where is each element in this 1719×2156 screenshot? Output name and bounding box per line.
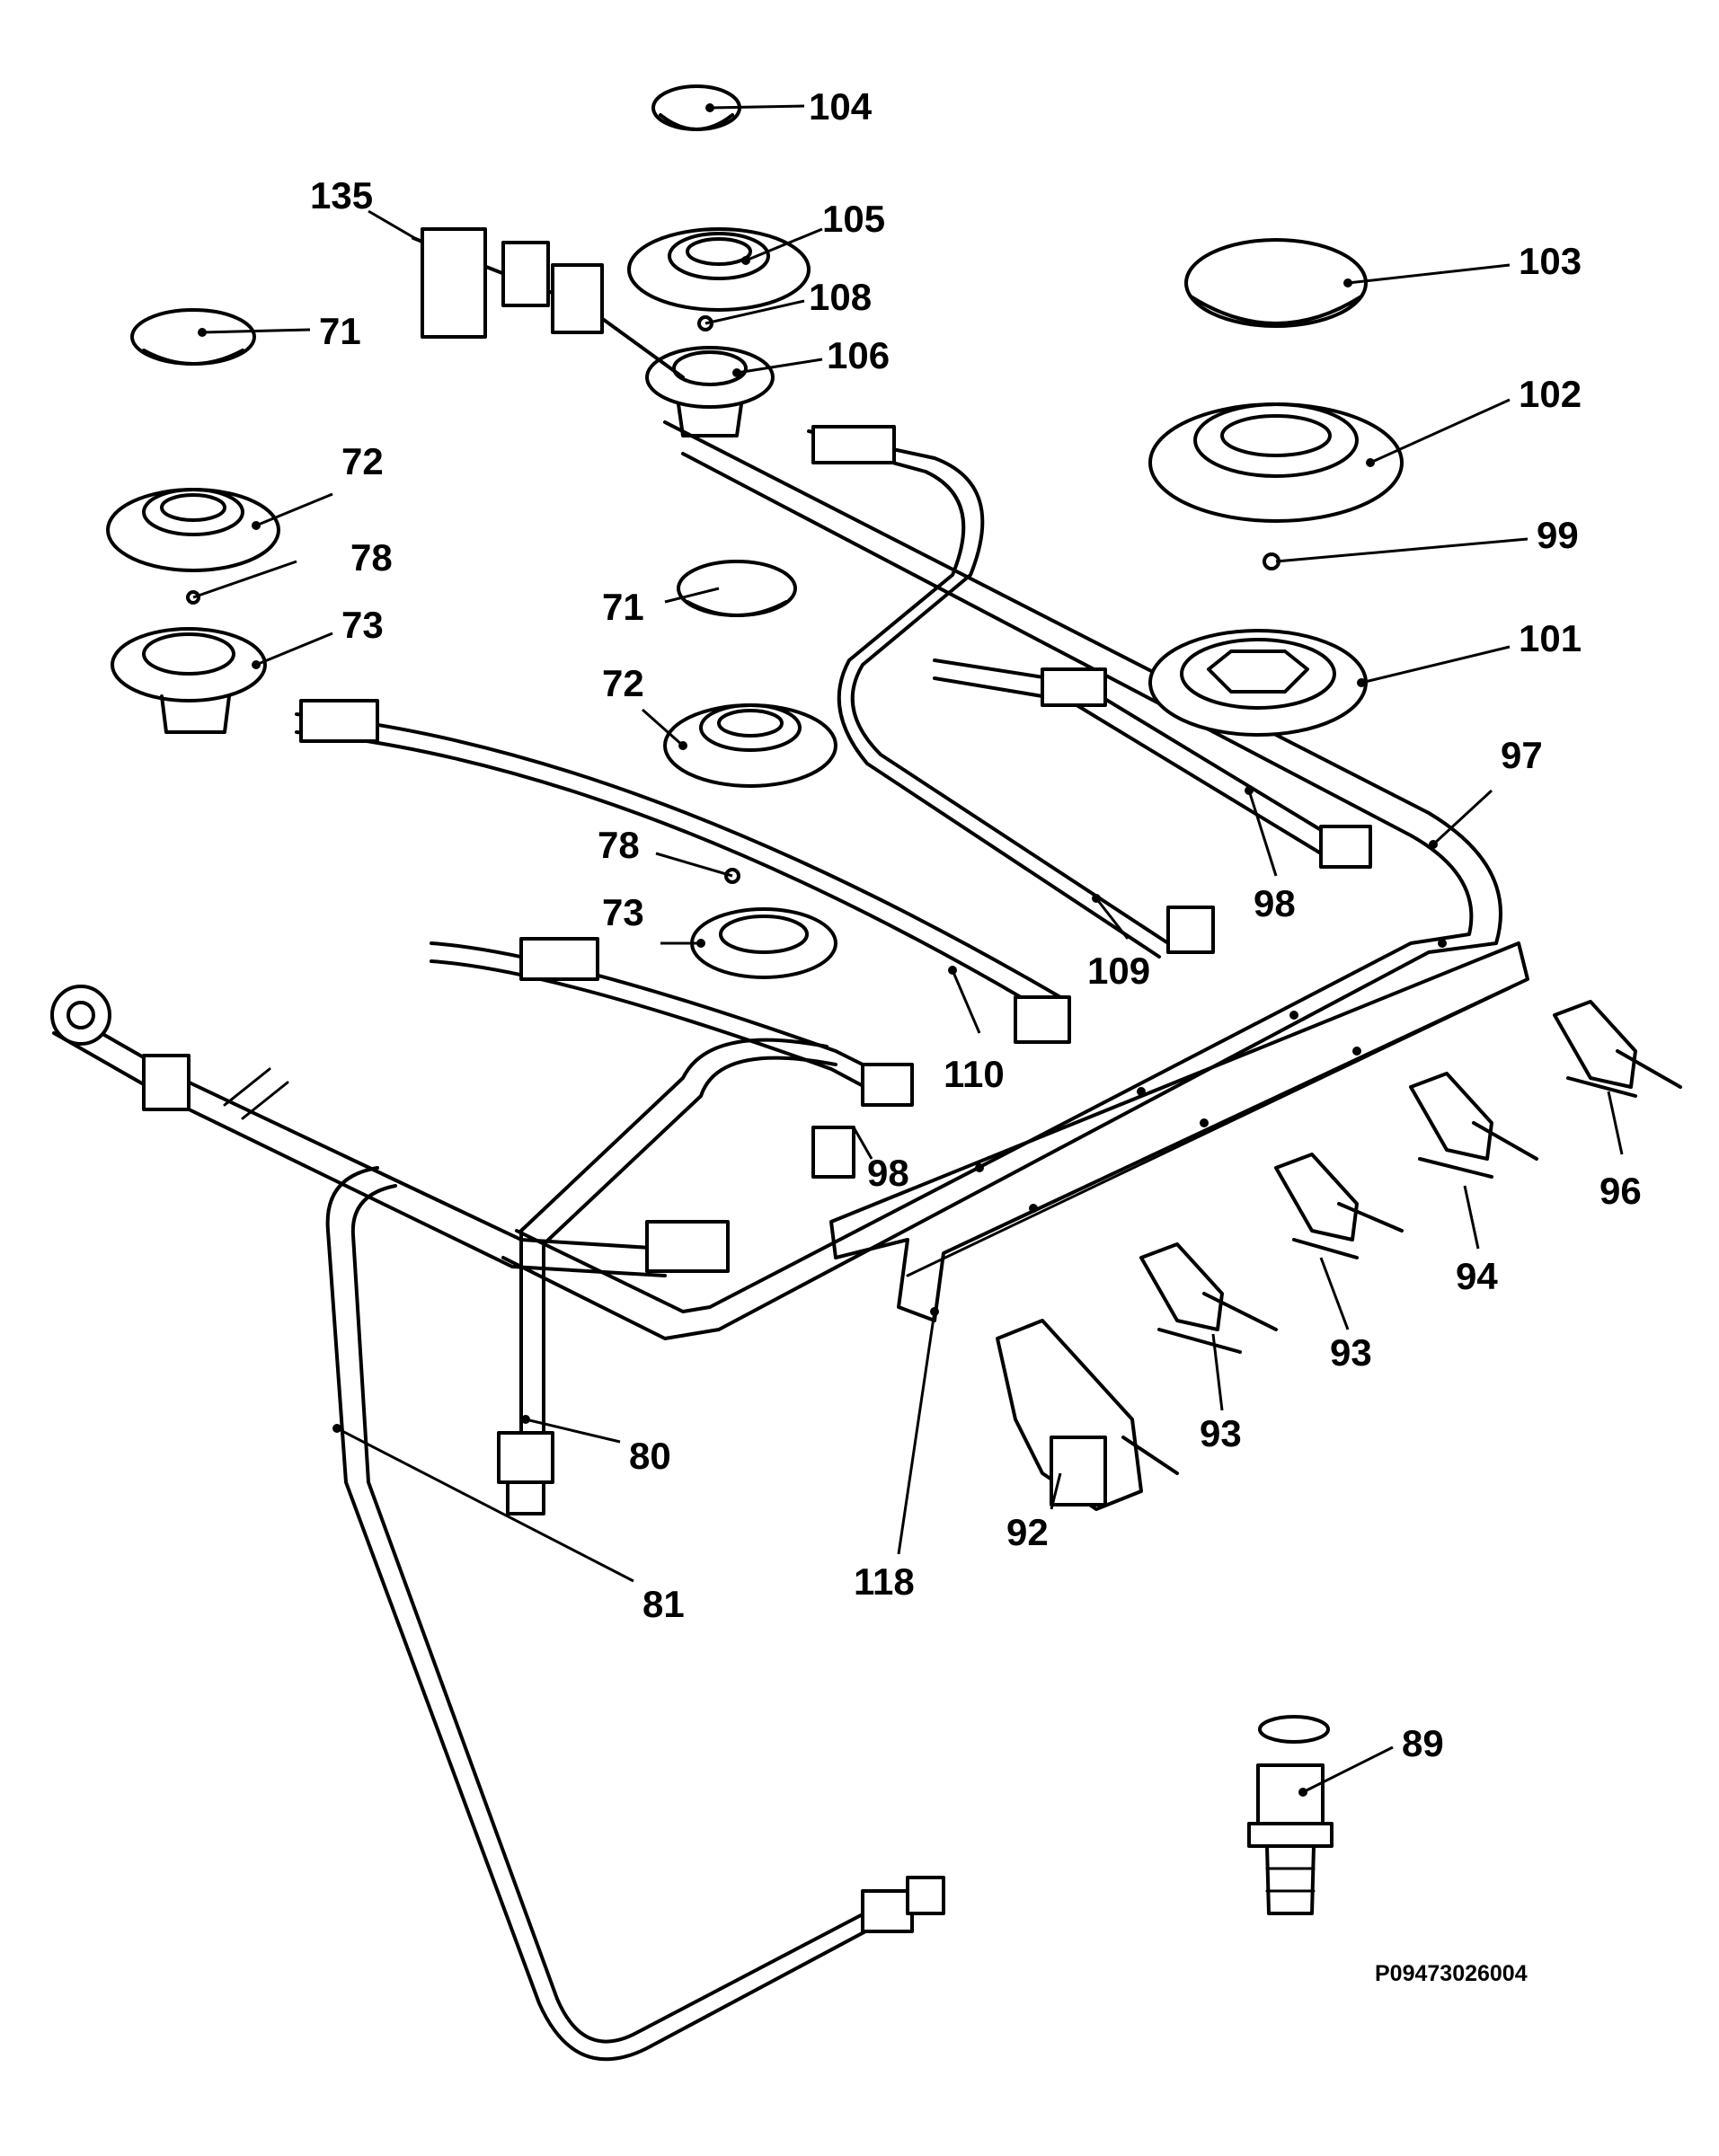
- leader-lines: [192, 103, 1624, 1797]
- burner-base-101: [1148, 629, 1368, 737]
- callout-73-center: 73: [602, 891, 644, 933]
- burner-crown-102: [1148, 402, 1404, 523]
- callout-72-center: 72: [602, 662, 644, 704]
- callout-78-left: 78: [350, 536, 393, 579]
- drawing-code: P09473026004: [1375, 1961, 1528, 1986]
- valve-93-rear: [1274, 1153, 1404, 1259]
- callout-110: 110: [944, 1053, 1005, 1095]
- gas-valves: [996, 1000, 1682, 1511]
- manifold-connector-135: [421, 227, 487, 339]
- gas-inlet-fitting-89: [1247, 1715, 1334, 1915]
- callout-108: 108: [809, 276, 872, 318]
- callout-99: 99: [1537, 514, 1579, 556]
- callout-118: 118: [854, 1560, 915, 1603]
- callout-101: 101: [1519, 617, 1582, 659]
- callout-103: 103: [1519, 240, 1582, 282]
- callout-109: 109: [1087, 950, 1150, 992]
- callout-92: 92: [1006, 1511, 1049, 1553]
- gas-frame-rail: [501, 420, 1502, 1340]
- callout-105: 105: [822, 198, 885, 240]
- valve-92: [996, 1319, 1179, 1511]
- valve-94: [1409, 1072, 1538, 1179]
- screw-108: [697, 315, 713, 331]
- callout-96: 96: [1599, 1170, 1642, 1212]
- callout-98-upper: 98: [1254, 882, 1296, 924]
- burner-crown-72-center: [663, 703, 837, 788]
- valve-93-front: [1139, 1242, 1278, 1354]
- burner-cap-71-center: [677, 560, 797, 617]
- callout-71-left: 71: [319, 310, 361, 352]
- callout-97: 97: [1501, 734, 1543, 776]
- screw-78-left: [186, 590, 200, 605]
- callout-80: 80: [629, 1435, 671, 1477]
- callout-93-front: 93: [1200, 1412, 1242, 1454]
- callout-labels: 104 135 105 103 108 71 106 102 72 78 99 …: [310, 85, 1642, 1764]
- burner-crown-72-left: [106, 488, 280, 572]
- callout-72-left: 72: [341, 440, 384, 482]
- burner-base-106: [645, 346, 775, 437]
- burner-cap-104: [651, 84, 741, 131]
- callout-78-center: 78: [598, 824, 640, 866]
- callout-104: 104: [809, 85, 873, 128]
- burner-base-73-center: [690, 907, 837, 979]
- callout-71-center: 71: [602, 586, 644, 628]
- callout-98-lower: 98: [867, 1152, 909, 1194]
- burner-crown-105: [627, 227, 811, 312]
- burner-base-73-left: [111, 627, 267, 734]
- gas-pipes: [50, 227, 1372, 2062]
- inlet-nut: [50, 985, 111, 1046]
- callout-93-rear: 93: [1330, 1331, 1372, 1374]
- callout-94: 94: [1456, 1255, 1498, 1297]
- callout-106: 106: [827, 334, 890, 376]
- callout-73-left: 73: [341, 604, 384, 646]
- callout-102: 102: [1519, 373, 1582, 415]
- callout-135: 135: [310, 174, 373, 216]
- callout-89: 89: [1402, 1722, 1444, 1764]
- valve-96: [1553, 1000, 1682, 1098]
- burner-cap-71-left: [130, 308, 256, 366]
- screw-78-center: [724, 868, 740, 884]
- callout-81: 81: [642, 1583, 685, 1625]
- burner-cap-103: [1184, 238, 1368, 328]
